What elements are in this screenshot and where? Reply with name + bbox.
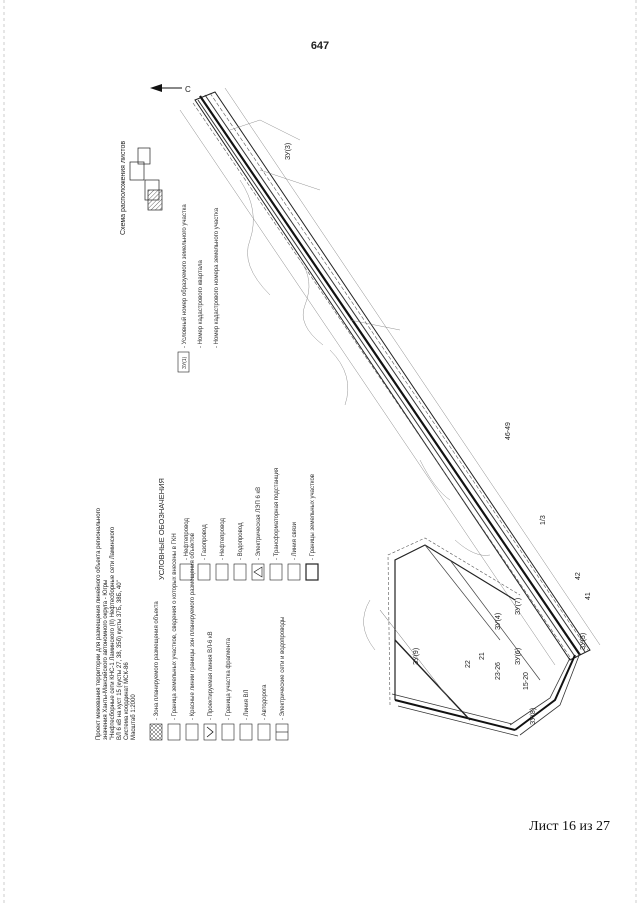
legend-code: ЗУ(1) [182, 356, 188, 369]
map-label: ЗУ(6) [515, 648, 522, 665]
legend-right-item: - Водопровод [238, 522, 244, 560]
title-line-6: Масштаб 1:2000 [131, 694, 137, 740]
legend-block: Проект межевания территории для размещен… [95, 478, 166, 740]
legend-left-item: - Граница участка фрагмента [226, 637, 232, 720]
title-line-3: "Нефтесборные сети КНС-1 Ламинского (II)… [110, 526, 116, 740]
map-labels: ЗУ(3) ЗУ(4) ЗУ(5) ЗУ(6) ЗУ(7) ЗУ(8) ЗУ(9… [285, 143, 592, 725]
scheme-title-group: Схема расположения листов [120, 141, 127, 235]
map-label: ЗУ(7) [515, 598, 522, 615]
map-label: 23-26 [495, 662, 502, 680]
title-line-5: Система координат МСК-86 [124, 662, 130, 740]
legend-left-item: - Линия ВЛ [244, 690, 250, 720]
legend-left-item: - Красные линии границы зон планируемого… [190, 533, 196, 720]
legend-extra-item: - Условный номер образуемого земельного … [181, 204, 188, 348]
map-label: ЗУ(4) [495, 613, 502, 630]
legend-extra-item: - Номер кадастрового квартала [198, 260, 204, 348]
map-label: ЗУ(3) [285, 143, 292, 160]
legend-left-item: - Электрические сети и водопроводы [280, 617, 286, 720]
north-arrow: С [150, 84, 191, 94]
legend-extra-item: - Номер кадастрового номера земельного у… [214, 207, 220, 348]
map-label: ЗУ(8) [530, 708, 537, 725]
page-number: 647 [310, 40, 330, 52]
sheet-label: Лист 16 из 27 [529, 819, 610, 834]
legend-left-item: - Проектируемая линия ВЛ-6 кВ [208, 631, 214, 720]
map-label: 46-49 [505, 422, 512, 440]
map-label: 42 [575, 572, 582, 580]
title-line-4: ВЛ 6 кВ на куст 15 (кусты 27, 38, 35б) к… [117, 580, 123, 740]
legend-extra: ЗУ(1) - Условный номер образуемого земел… [177, 204, 220, 373]
sheet-scheme [129, 147, 163, 211]
legend-right-item: - Газопровод [202, 524, 208, 560]
legend-right-item: - Электрическая ЛЭП 6 кВ [256, 487, 262, 560]
map-label: 15-20 [523, 672, 530, 690]
title-block: Проект межевания территории для размещен… [95, 507, 137, 740]
map-label: 21 [479, 652, 486, 660]
map-label: 41 [585, 592, 592, 600]
map-label: ЗУ(9) [413, 648, 420, 665]
legend-left: - Зона планируемого размещения объекта -… [149, 533, 289, 741]
scheme-title: Схема расположения листов [120, 141, 127, 235]
legend-left-item: - Автодорога [262, 684, 268, 720]
legend-left-item: - Зона планируемого размещения объекта [154, 601, 160, 720]
legend-right-item: - Трансформаторная подстанция [274, 468, 280, 560]
legend-right-item: - Нефтепровод [220, 518, 226, 560]
legend-left-item: - Граница земельных участков, сведения о… [172, 533, 178, 720]
route-bend [379, 537, 581, 737]
map-label: 1/3 [540, 515, 547, 525]
legend-right: - Нефтепровод - Газопровод - Нефтепровод… [179, 468, 319, 581]
route-corridor [179, 87, 601, 666]
map-label: 22 [465, 660, 472, 668]
terrain-marks [229, 119, 491, 651]
map-label: ЗУ(5) [580, 633, 587, 650]
legend-right-item: - Линия связи [292, 522, 298, 560]
north-label: С [185, 85, 191, 94]
title-line-2: значения Ханты-Мансийского автономного о… [102, 580, 109, 740]
legend-right-item: - Нефтепровод [184, 518, 190, 560]
legend-title: УСЛОВНЫЕ ОБОЗНАЧЕНИЯ [157, 478, 166, 580]
legend-right-item: - Границы земельных участков [310, 474, 316, 560]
title-line-1: Проект межевания территории для размещен… [95, 507, 102, 740]
